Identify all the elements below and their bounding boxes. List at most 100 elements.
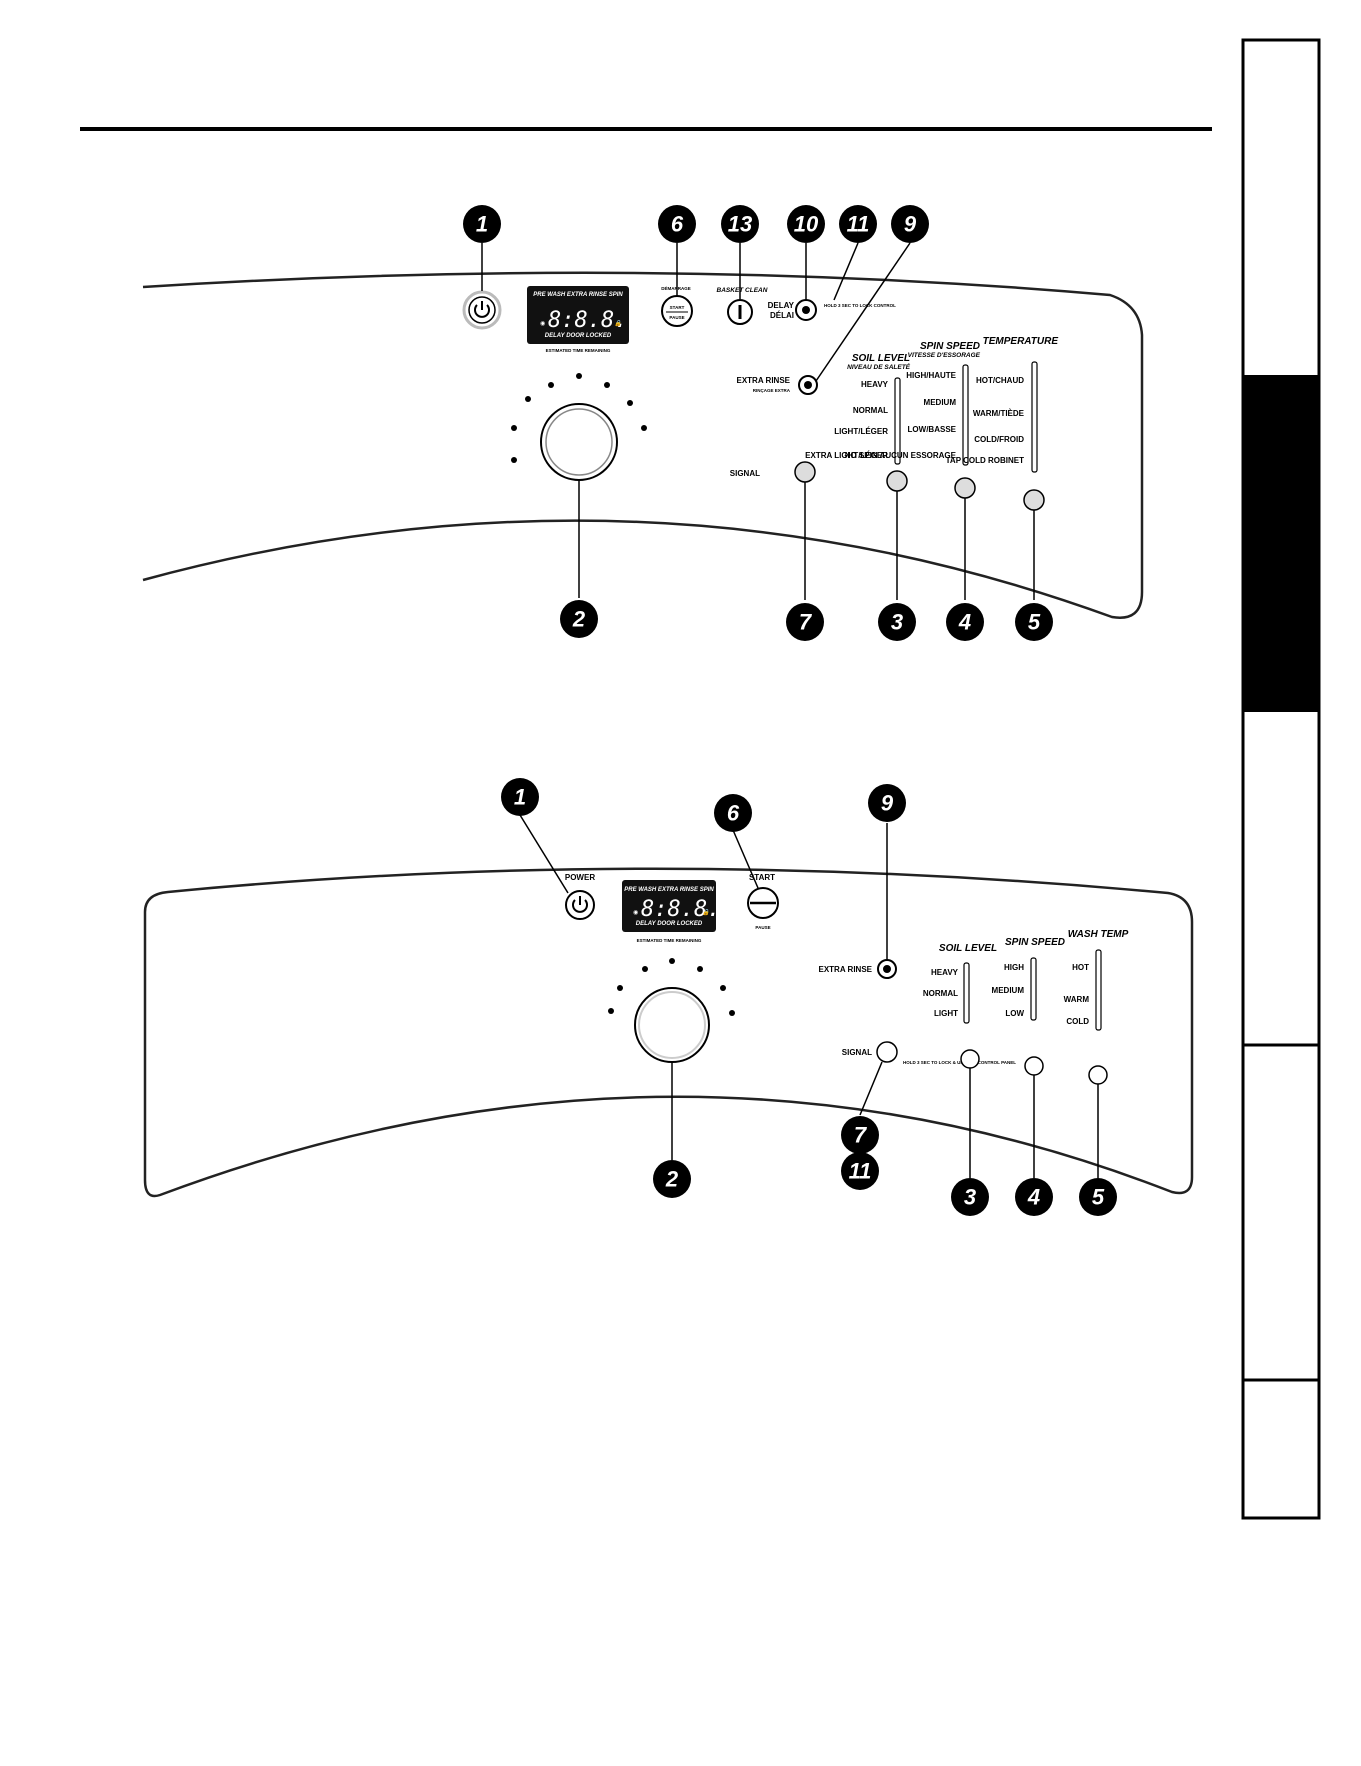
temp-option: WARM xyxy=(1064,995,1090,1004)
spin-speed-indicator-bar xyxy=(962,364,969,466)
callout-3: 3 xyxy=(878,603,916,641)
pause-label: PAUSE xyxy=(669,315,684,320)
callout-7: 7 xyxy=(841,1116,879,1154)
soil-option: NORMAL xyxy=(923,989,958,998)
callout-7: 7 xyxy=(786,603,824,641)
svg-text:4: 4 xyxy=(1027,1185,1040,1210)
svg-text:1: 1 xyxy=(514,785,526,810)
wash-temp-indicator-bar xyxy=(1095,949,1102,1031)
svg-text:2: 2 xyxy=(665,1167,679,1192)
temp-option: COLD/FROID xyxy=(974,435,1024,444)
display-caption: ESTIMATED TIME REMAINING xyxy=(546,348,611,353)
delay-label-fr: DÉLAI xyxy=(770,311,794,320)
lock-note: HOLD 3 SEC TO LOCK & UNLOCK CONTROL PANE… xyxy=(903,1060,1016,1065)
callout-9: 9 xyxy=(868,784,906,822)
spin-option: NO SPIN AUCUN ESSORAGE xyxy=(845,451,957,460)
signal-glyph: ◉ xyxy=(633,910,638,916)
temp-option: TAP COLD ROBINET xyxy=(946,456,1024,465)
spin-speed-button[interactable] xyxy=(1024,1056,1044,1076)
wash-temp-title: WASH TEMP xyxy=(1068,929,1129,940)
callout-5: 5 xyxy=(1015,603,1053,641)
side-tab-frame xyxy=(1241,38,1321,1520)
svg-text:10: 10 xyxy=(794,212,819,237)
callout-1: 1 xyxy=(501,778,539,816)
basket-clean-label: BASKET CLEAN xyxy=(717,287,768,294)
top-callouts: 1 6 13 10 11 9 2 7 3 4 5 xyxy=(463,205,1053,641)
bottom-control-panel: POWER PRE WASH EXTRA RINSE SPIN ◉ 8:8.8.… xyxy=(143,778,1194,1216)
extra-rinse-indicator xyxy=(804,381,812,389)
svg-text:11: 11 xyxy=(849,1159,872,1184)
signal-label: SIGNAL xyxy=(842,1048,872,1057)
soil-level-subtitle: NIVEAU DE SALETÉ xyxy=(847,362,911,371)
cycle-dial-dots xyxy=(511,373,647,463)
lock-note: HOLD 3 SEC TO LOCK CONTROL xyxy=(824,303,896,308)
svg-text:7: 7 xyxy=(799,610,813,635)
display-digits: 8:8.8. xyxy=(641,897,720,922)
callout-9: 9 xyxy=(891,205,929,243)
soil-option: EXTRA LIGHT/LÉGER xyxy=(805,451,888,460)
svg-text:3: 3 xyxy=(891,610,903,635)
soil-option: LIGHT/LÉGER xyxy=(834,427,888,436)
spin-option: HIGH xyxy=(1004,963,1024,972)
cycle-dial[interactable] xyxy=(634,987,710,1063)
svg-text:1: 1 xyxy=(476,212,488,237)
temperature-title: TEMPERATURE xyxy=(983,336,1059,347)
soil-level-indicator-bar xyxy=(963,962,970,1024)
temp-option: WARM/TIÈDE xyxy=(973,409,1025,418)
temp-option: HOT xyxy=(1072,963,1089,972)
callout-6: 6 xyxy=(658,205,696,243)
signal-glyph: ◉ xyxy=(540,321,545,327)
soil-level-button[interactable] xyxy=(886,470,908,492)
callout-2: 2 xyxy=(653,1160,691,1198)
soil-level-indicator-bar xyxy=(894,377,901,465)
status-display xyxy=(527,286,629,344)
signal-label: SIGNAL xyxy=(730,469,760,478)
status-display xyxy=(622,880,716,932)
signal-button[interactable] xyxy=(794,461,816,483)
svg-text:5: 5 xyxy=(1092,1185,1105,1210)
callout-11: 11 xyxy=(841,1152,879,1190)
spin-speed-subtitle: VITESSE D'ESSORAGE xyxy=(908,352,981,359)
temperature-button[interactable] xyxy=(1023,489,1045,511)
spin-option: LOW/BASSE xyxy=(908,425,957,434)
cycle-dial[interactable] xyxy=(540,403,618,481)
lock-icon: 🔒 xyxy=(614,319,622,327)
start-pause-button[interactable] xyxy=(661,295,693,327)
cycle-dial-ring xyxy=(545,408,613,476)
callout-10: 10 xyxy=(787,205,825,243)
soil-level-button[interactable] xyxy=(960,1049,980,1069)
svg-text:6: 6 xyxy=(671,212,684,237)
delay-indicator xyxy=(802,306,810,314)
extra-rinse-indicator xyxy=(883,965,891,973)
extra-rinse-label: EXTRA RINSE xyxy=(819,965,873,974)
start-label: START xyxy=(670,305,685,310)
power-icon xyxy=(474,301,490,318)
bottom-callouts: 1 6 9 2 7 11 3 4 5 xyxy=(501,778,1117,1216)
cycle-dial-dots xyxy=(608,958,735,1016)
svg-text:6: 6 xyxy=(727,801,740,826)
svg-text:2: 2 xyxy=(572,607,586,632)
svg-text:5: 5 xyxy=(1028,610,1041,635)
spin-speed-button[interactable] xyxy=(954,477,976,499)
spin-speed-title: SPIN SPEED xyxy=(920,341,980,352)
spin-option: HIGH/HAUTE xyxy=(906,371,956,380)
start-label: START xyxy=(749,873,775,882)
soil-option: HEAVY xyxy=(861,380,889,389)
wash-temp-button[interactable] xyxy=(1088,1065,1108,1085)
power-icon xyxy=(572,896,588,913)
temp-option: HOT/CHAUD xyxy=(976,376,1024,385)
extra-rinse-label-fr: RINÇAGE EXTRA xyxy=(753,388,791,393)
display-top-row: PRE WASH EXTRA RINSE SPIN xyxy=(624,887,714,893)
signal-button[interactable] xyxy=(876,1041,898,1063)
top-callout-leaders xyxy=(481,242,1035,600)
start-label-fr: DÉMARRAGE xyxy=(661,284,691,291)
temperature-indicator-bar xyxy=(1031,361,1038,473)
side-tab-active xyxy=(1243,375,1319,712)
power-label: POWER xyxy=(565,873,595,882)
callout-4: 4 xyxy=(1015,1178,1053,1216)
spin-option: MEDIUM xyxy=(992,986,1025,995)
soil-option: HEAVY xyxy=(931,968,959,977)
svg-text:4: 4 xyxy=(958,610,971,635)
